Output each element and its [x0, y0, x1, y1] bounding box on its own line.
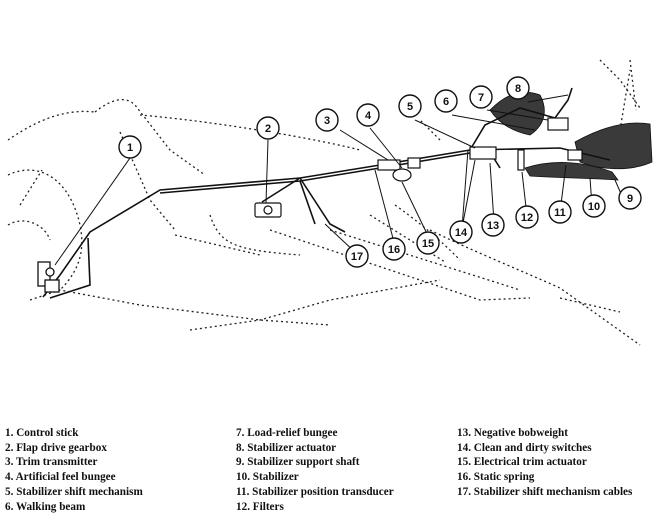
legend: 1. Control stick 2. Flap drive gearbox 3…	[0, 426, 662, 521]
legend-item: 1. Control stick	[5, 427, 79, 439]
legend-item: 15. Electrical trim actuator	[457, 456, 587, 469]
legend-item: 7. Load-relief bungee	[236, 427, 338, 439]
control-linkage	[42, 87, 611, 299]
callout-2-circle	[256, 116, 280, 140]
callout-6-circle	[434, 89, 458, 113]
callout-8-circle	[506, 76, 530, 100]
legend-item: 5. Stabilizer shift mechanism	[5, 485, 143, 498]
legend-item: 12. Filters	[236, 500, 284, 513]
callout-14: 14	[455, 227, 468, 239]
legend-item: 17. Stabilizer shift mechanism cables	[457, 485, 633, 498]
callout-7-circle	[469, 85, 493, 109]
legend-item: 16. Static spring	[457, 471, 535, 484]
legend-item: 11. Stabilizer position transducer	[236, 485, 394, 498]
aircraft-outline	[7, 59, 641, 346]
callout-1-circle	[118, 135, 142, 159]
diagram-drawing: 1 2 3 4 5 6 7 8 9 10 11 12 13 14 15 16 1…	[7, 59, 653, 346]
callout-16: 16	[388, 244, 400, 256]
callout-6: 6	[443, 96, 449, 108]
legend-item: 13. Negative bobweight	[457, 427, 568, 439]
callout-15-circle	[416, 231, 440, 255]
callout-11-circle	[548, 200, 572, 224]
callout-1: 1	[127, 142, 133, 154]
callout-4: 4	[365, 110, 372, 122]
control-system-diagram: 1 2 3 4 5 6 7 8 9 10 11 12 13 14 15 16 1…	[7, 59, 653, 346]
callout-12-circle	[515, 205, 539, 229]
legend-column-1: 1. Control stick 2. Flap drive gearbox 3…	[5, 426, 143, 514]
legend-item: 14. Clean and dirty switches	[457, 441, 592, 454]
callout-5-circle	[398, 94, 422, 118]
callout-13: 13	[487, 220, 499, 232]
legend-column-3: 13. Negative bobweight 14. Clean and dir…	[457, 426, 632, 500]
callout-13-circle	[481, 213, 505, 237]
callout-11: 11	[554, 207, 566, 219]
callout-4-circle	[356, 103, 380, 127]
legend-item: 9. Stabilizer support shaft	[236, 456, 360, 469]
legend-item: 4. Artificial feel bungee	[5, 471, 116, 484]
callout-9-circle	[618, 186, 642, 210]
callout-3-circle	[315, 108, 339, 132]
callout-3: 3	[324, 115, 330, 127]
callout-15: 15	[422, 238, 434, 250]
callout-17: 17	[351, 251, 363, 263]
callout-10: 10	[588, 201, 600, 213]
callout-circles	[118, 76, 642, 268]
legend-item: 8. Stabilizer actuator	[236, 441, 337, 454]
callout-10-circle	[582, 194, 606, 218]
legend-item: 6. Walking beam	[5, 500, 86, 513]
callout-17-circle	[345, 244, 369, 268]
legend-item: 3. Trim transmitter	[5, 456, 98, 469]
stabilizer-shading	[489, 91, 653, 181]
components	[254, 117, 583, 218]
legend-item: 10. Stabilizer	[236, 471, 299, 484]
legend-column-2: 7. Load-relief bungee 8. Stabilizer actu…	[236, 426, 394, 514]
callout-5: 5	[407, 101, 413, 113]
callout-12: 12	[521, 212, 533, 224]
callout-2: 2	[265, 123, 271, 135]
callout-14-circle	[449, 220, 473, 244]
legend-item: 2. Flap drive gearbox	[5, 441, 107, 454]
callout-8: 8	[515, 83, 521, 95]
callout-9: 9	[627, 193, 633, 205]
control-stick-assembly	[37, 261, 60, 293]
callout-16-circle	[382, 237, 406, 261]
callout-7: 7	[478, 92, 484, 104]
